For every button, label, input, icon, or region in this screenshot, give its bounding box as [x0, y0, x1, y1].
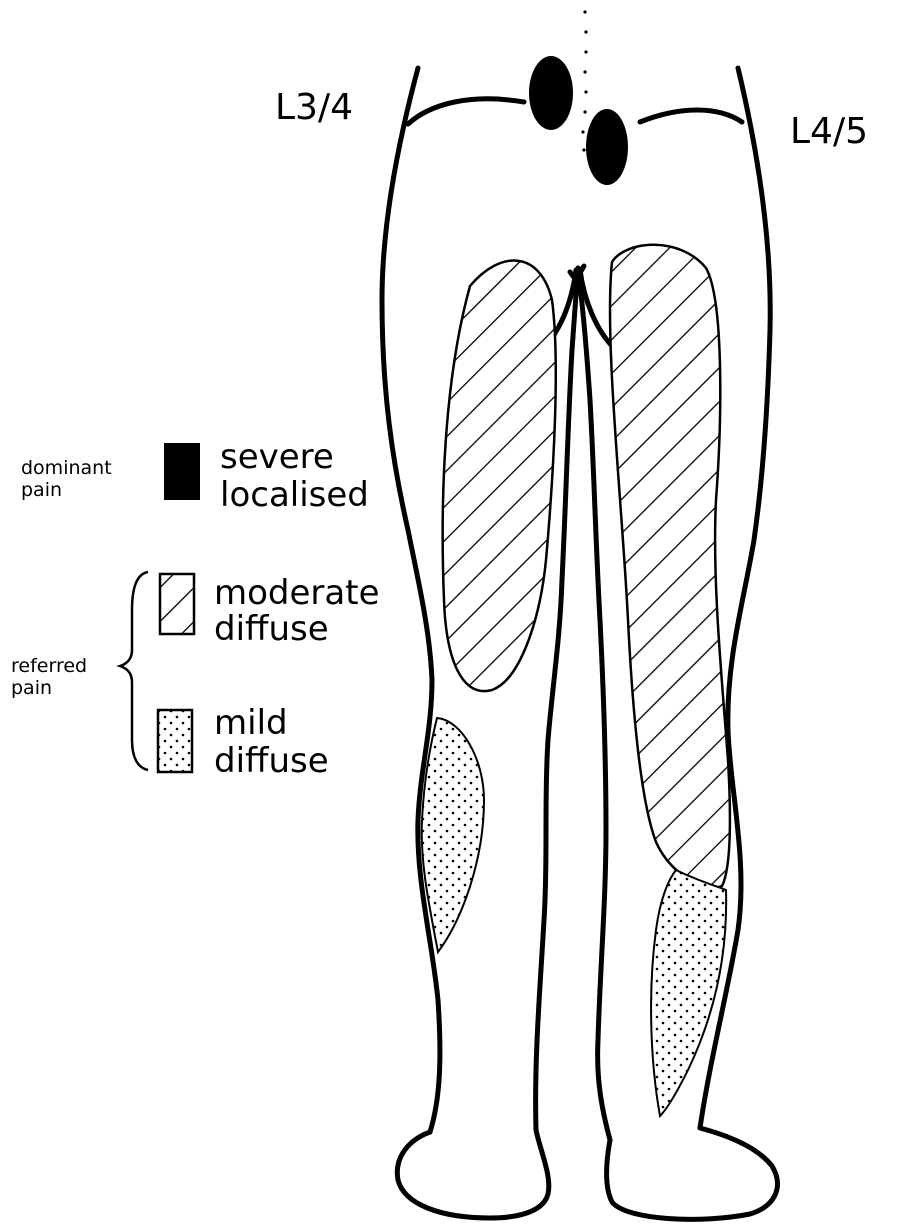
right-calf-mild-area	[651, 870, 726, 1116]
legend-severe-line1: severe	[220, 437, 334, 477]
left-thigh-moderate-area	[443, 261, 556, 692]
legend-mild-line2: diffuse	[214, 741, 329, 781]
spine-midline	[581, 10, 587, 151]
legend-referred-label-line1: referred	[11, 655, 87, 677]
l34-severe-spot	[529, 56, 573, 130]
level-label-l45: L4/5	[790, 111, 868, 152]
l45-severe-spot	[586, 109, 628, 185]
l45-level-line	[640, 110, 742, 122]
legend-referred-label-line2: pain	[11, 677, 52, 699]
legend: dominant pain severe localised referred …	[11, 437, 379, 781]
legend-moderate-line2: diffuse	[214, 609, 329, 649]
legend-severe-swatch	[164, 443, 200, 500]
legend-dominant-label-line2: pain	[21, 479, 62, 501]
legend-dominant-label-line1: dominant	[21, 457, 112, 479]
level-label-l34: L3/4	[275, 87, 353, 128]
legend-severe-line2: localised	[220, 475, 369, 515]
legend-mild-swatch	[158, 710, 192, 772]
legend-moderate-line1: moderate	[214, 573, 379, 613]
left-calf-mild-area	[422, 718, 484, 952]
legend-mild-line1: mild	[214, 703, 288, 743]
right-thigh-calf-moderate-area	[610, 245, 730, 888]
legend-moderate-swatch	[160, 574, 194, 634]
l34-level-line	[408, 99, 524, 124]
legend-referred-bracket	[120, 572, 148, 770]
